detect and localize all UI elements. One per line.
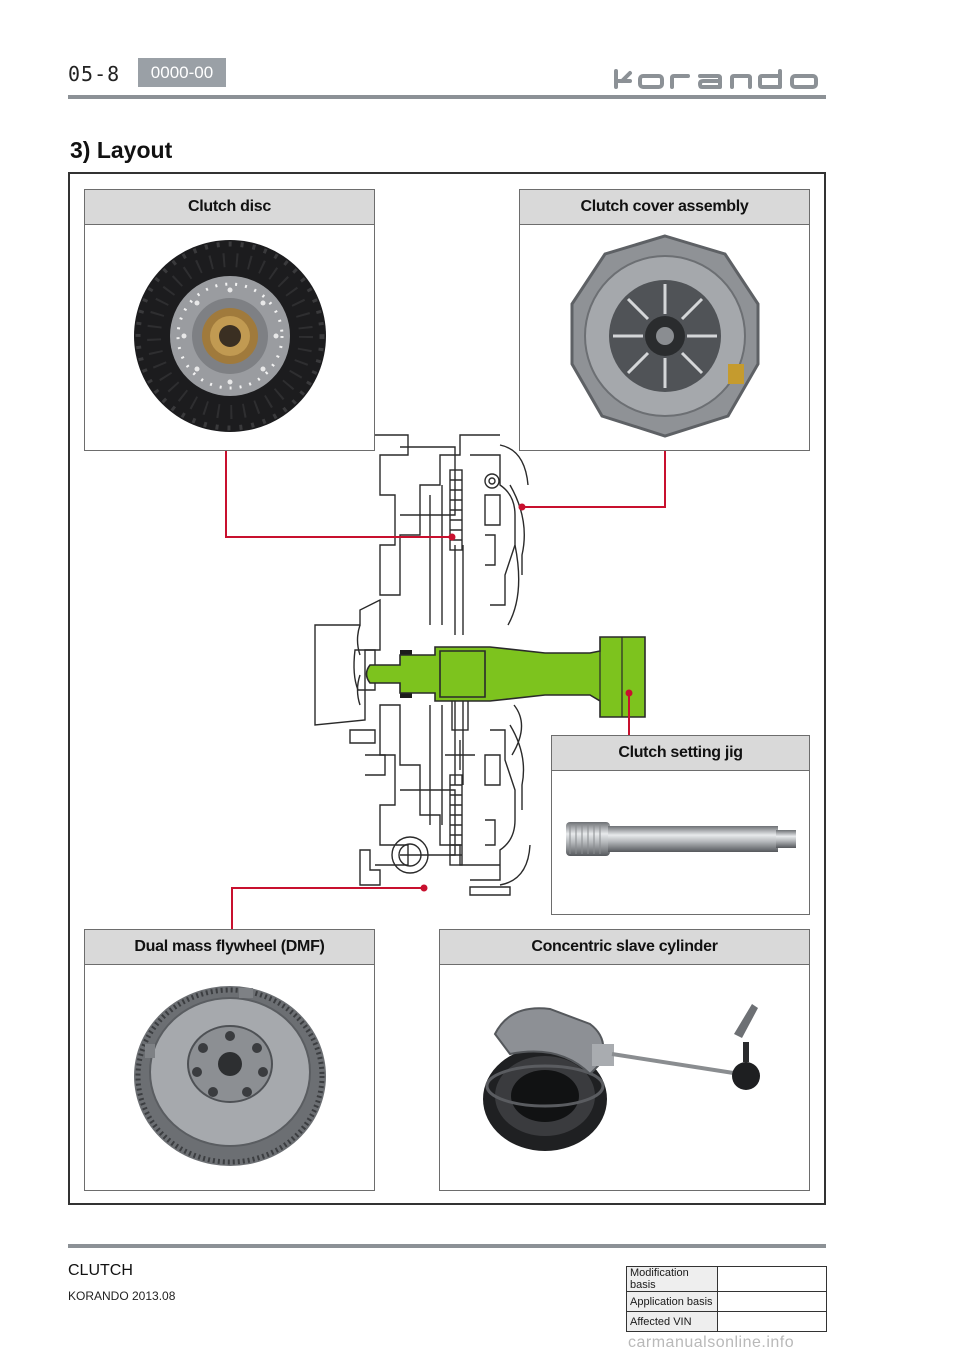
affected-vin-label: Affected VIN <box>626 1311 718 1332</box>
clutch-cross-section-diagram <box>314 434 646 896</box>
section-title: 3) Layout <box>70 137 173 163</box>
clutch-cover-image <box>570 234 760 438</box>
panel-title-dmf: Dual mass flywheel (DMF) <box>85 930 374 965</box>
slave-cylinder-image <box>483 1004 760 1151</box>
modification-basis-value <box>717 1266 827 1292</box>
panel-title-setting-jig: Clutch setting jig <box>552 736 809 771</box>
panel-dual-mass-flywheel: Dual mass flywheel (DMF) <box>84 929 375 1191</box>
affected-vin-value <box>717 1311 827 1332</box>
footer-chapter: CLUTCH <box>68 1262 133 1279</box>
panel-clutch-disc: Clutch disc <box>84 189 375 451</box>
table-row: Modification basis <box>626 1266 827 1292</box>
dmf-image <box>134 986 326 1166</box>
page-number: 05-8 <box>68 62 121 86</box>
panel-title-slave-cylinder: Concentric slave cylinder <box>440 930 809 965</box>
panel-clutch-setting-jig: Clutch setting jig <box>551 735 810 915</box>
modification-table: Modification basis Application basis Aff… <box>626 1266 827 1332</box>
layout-frame <box>68 172 826 1205</box>
panel-title-clutch-cover: Clutch cover assembly <box>520 190 809 225</box>
korando-logo <box>614 69 818 89</box>
clutch-disc-image <box>134 240 326 432</box>
table-row: Affected VIN <box>626 1311 827 1332</box>
setting-jig-image <box>566 822 796 856</box>
application-basis-label: Application basis <box>626 1291 718 1312</box>
table-row: Application basis <box>626 1291 827 1312</box>
footer-rule <box>68 1244 826 1248</box>
application-basis-value <box>717 1291 827 1312</box>
modification-basis-label: Modification basis <box>626 1266 718 1292</box>
panel-clutch-cover-assembly: Clutch cover assembly <box>519 189 810 451</box>
panel-concentric-slave-cylinder: Concentric slave cylinder <box>439 929 810 1191</box>
header-rule <box>68 95 826 99</box>
footer-model: KORANDO 2013.08 <box>68 1289 176 1303</box>
watermark[interactable]: carmanualsonline.info <box>628 1334 795 1351</box>
section-code-badge: 0000-00 <box>138 58 226 87</box>
panel-title-clutch-disc: Clutch disc <box>85 190 374 225</box>
